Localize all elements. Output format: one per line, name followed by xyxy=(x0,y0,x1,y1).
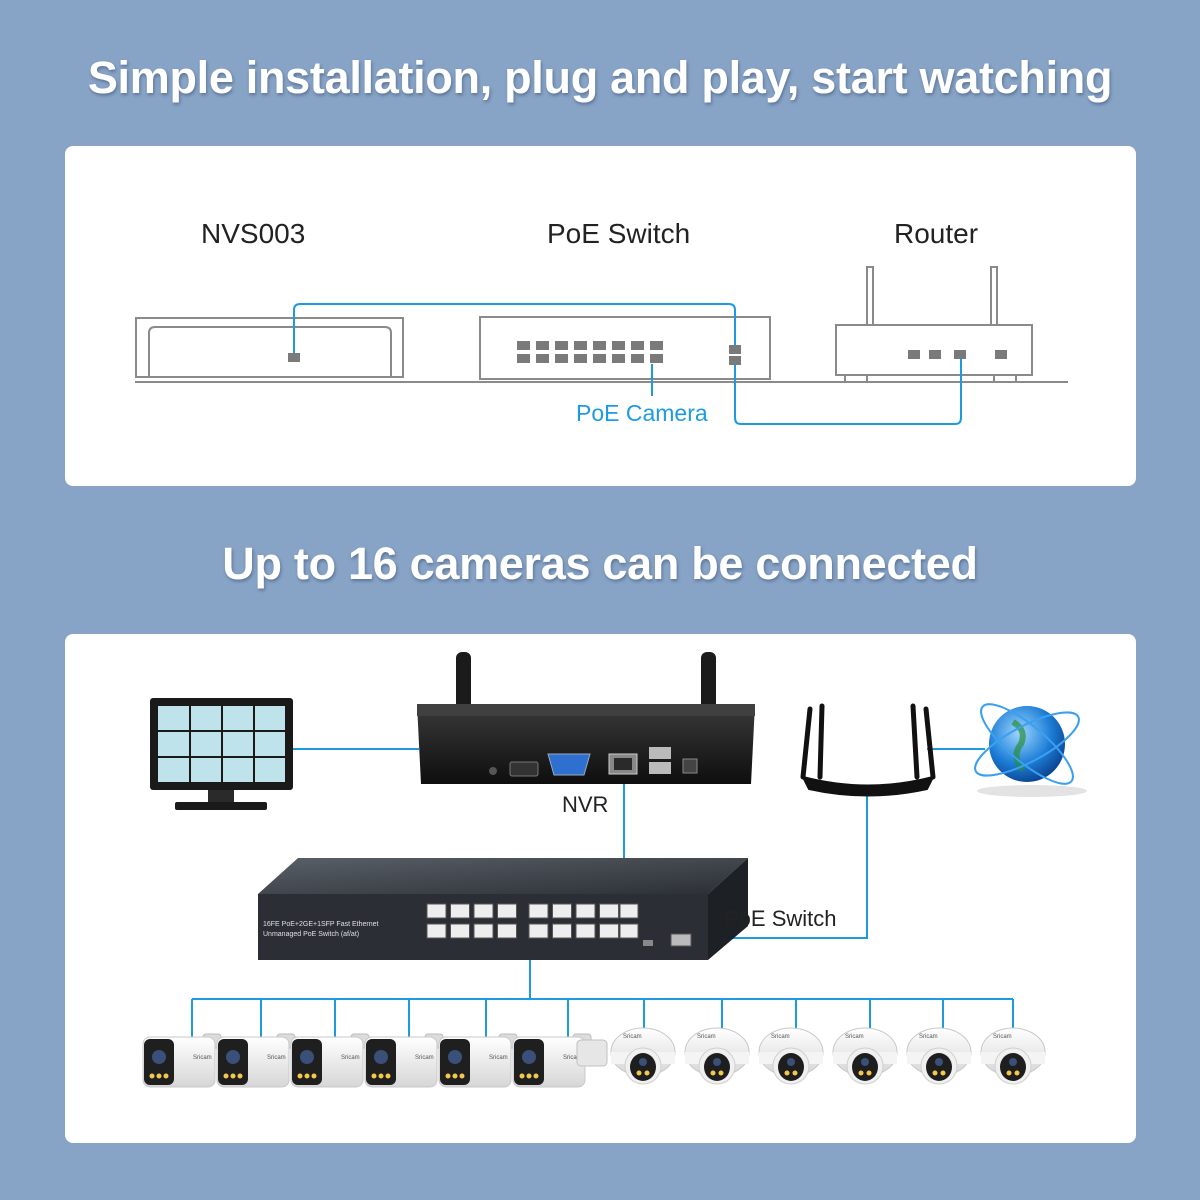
svg-text:Sricam: Sricam xyxy=(341,1055,360,1061)
svg-text:Sricam: Sricam xyxy=(193,1055,212,1061)
label-poe-camera: PoE Camera xyxy=(576,400,708,426)
switch-port-icon xyxy=(599,903,619,919)
camera-mount-icon xyxy=(576,1039,608,1067)
nvr-icon xyxy=(417,652,755,784)
dome-camera-icon: Sricam xyxy=(832,1027,898,1085)
monitor-icon xyxy=(150,698,293,810)
switch-port-icon xyxy=(593,354,606,363)
switch-port-icon xyxy=(631,354,644,363)
svg-text:Sricam: Sricam xyxy=(415,1055,434,1061)
switch-port-icon xyxy=(473,923,494,939)
bullet-camera-icon: Sricam xyxy=(364,1033,444,1088)
cable-lines xyxy=(293,303,962,425)
label-nvs003: NVS003 xyxy=(201,218,306,249)
switch-front-text-1: 16FE PoE+2GE+1SFP Fast Ethernet xyxy=(263,921,379,928)
switch-port-icon xyxy=(473,903,494,919)
switch-port-icon xyxy=(552,923,572,939)
svg-text:Sricam: Sricam xyxy=(563,1055,582,1061)
bullet-camera-icon: Sricam xyxy=(438,1033,518,1088)
bullet-camera-icon: Sricam xyxy=(142,1033,222,1088)
switch-port-icon xyxy=(599,923,619,939)
switch-port-icon xyxy=(528,903,549,919)
switch-port-icon xyxy=(575,923,596,939)
svg-text:Sricam: Sricam xyxy=(993,1034,1012,1040)
nvs003-outline-icon xyxy=(135,317,404,378)
bullet-camera-icon: Sricam xyxy=(216,1033,296,1088)
bullet-camera-icon: Sricam xyxy=(512,1033,592,1088)
install-diagram-panel: NVS003 PoE Switch Router PoE Camera xyxy=(65,146,1136,486)
switch-port-icon xyxy=(517,341,530,350)
switch-port-icon xyxy=(575,903,596,919)
install-diagram xyxy=(135,266,1068,425)
svg-text:Sricam: Sricam xyxy=(623,1034,642,1040)
label-poe-switch-2: PoE Switch xyxy=(724,906,837,931)
switch-port-icon xyxy=(650,354,663,363)
switch-port-icon xyxy=(426,923,447,939)
dome-camera-icon: Sricam xyxy=(758,1027,824,1085)
poe-switch-outline-icon xyxy=(479,316,771,380)
switch-port-icon xyxy=(517,354,530,363)
switch-port-icon xyxy=(497,923,517,939)
switch-port-icon xyxy=(426,903,447,919)
bullet-camera-icon: Sricam xyxy=(290,1033,370,1088)
dome-camera-icon: Sricam xyxy=(684,1027,750,1085)
switch-port-icon xyxy=(593,341,606,350)
headline-capacity: Up to 16 cameras can be connected xyxy=(222,538,978,589)
svg-text:Sricam: Sricam xyxy=(267,1055,286,1061)
poe-switch-icon xyxy=(258,858,748,960)
switch-port-icon xyxy=(574,341,587,350)
switch-port-icon xyxy=(450,903,470,919)
globe-icon xyxy=(974,703,1087,797)
switch-port-icon xyxy=(612,354,625,363)
switch-port-icon xyxy=(536,341,549,350)
svg-text:Sricam: Sricam xyxy=(771,1034,790,1040)
switch-port-icon xyxy=(528,923,549,939)
switch-port-icon xyxy=(450,923,470,939)
switch-port-icon xyxy=(536,354,549,363)
dome-camera-icon: Sricam xyxy=(906,1027,972,1085)
headline-install: Simple installation, plug and play, star… xyxy=(87,52,1113,103)
switch-port-icon xyxy=(497,903,517,919)
switch-port-icon xyxy=(631,341,644,350)
switch-front-text-2: Unmanaged PoE Switch (af/at) xyxy=(263,931,360,938)
label-nvr: NVR xyxy=(562,792,609,817)
switch-port-icon xyxy=(555,354,568,363)
svg-text:Sricam: Sricam xyxy=(489,1055,508,1061)
router-icon xyxy=(800,703,936,797)
dome-camera-icon: Sricam xyxy=(610,1027,676,1085)
svg-text:Sricam: Sricam xyxy=(697,1034,716,1040)
router-outline-icon xyxy=(835,266,1033,383)
svg-text:Sricam: Sricam xyxy=(919,1034,938,1040)
switch-port-icon xyxy=(555,341,568,350)
switch-port-icon xyxy=(552,903,572,919)
label-poe-switch: PoE Switch xyxy=(547,218,691,249)
switch-port-icon xyxy=(612,341,625,350)
switch-port-icon xyxy=(650,341,663,350)
label-router: Router xyxy=(894,218,979,249)
svg-text:Sricam: Sricam xyxy=(845,1034,864,1040)
switch-port-icon xyxy=(574,354,587,363)
dome-camera-icon: Sricam xyxy=(980,1027,1046,1085)
